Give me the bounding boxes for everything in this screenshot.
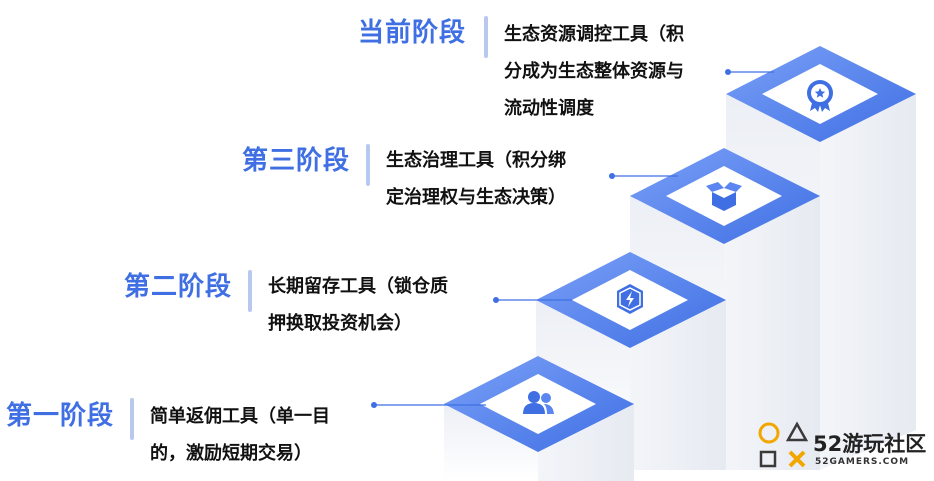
- connector-stage-4: [725, 69, 774, 75]
- stage-3-description: 生态治理工具（积分绑 定治理权与生态决策）: [386, 142, 610, 216]
- stage-1-title: 第一阶段: [6, 401, 115, 431]
- stage-3-line-2: 定治理权与生态决策）: [386, 187, 566, 208]
- step-4-side: [820, 94, 916, 470]
- stage-4-title: 当前阶段: [358, 18, 467, 48]
- stage-4-line-2: 分成为生态整体资源与: [504, 61, 684, 82]
- award-badge-icon: [807, 80, 833, 112]
- open-box-icon: [706, 182, 742, 211]
- connector-stage-2: [493, 297, 572, 303]
- stage-2-description: 长期留存工具（锁仓质 押换取投资机会）: [268, 268, 492, 342]
- step-1-riser: [444, 402, 538, 481]
- stage-3-title: 第三阶段: [242, 146, 351, 176]
- stage-4-description: 生态资源调控工具（积 分成为生态整体资源与 流动性调度: [504, 16, 728, 127]
- stage-3-divider: [366, 144, 370, 186]
- stage-3-line-1: 生态治理工具（积分绑: [386, 150, 566, 171]
- stage-2-title: 第二阶段: [124, 272, 233, 302]
- stage-2-line-1: 长期留存工具（锁仓质: [268, 276, 448, 297]
- connector-stage-3: [609, 173, 678, 179]
- step-2-side: [630, 300, 726, 470]
- connector-stage-1: [371, 402, 486, 408]
- watermark-name: 52游玩社区: [813, 432, 927, 456]
- stage-4-line-1: 生态资源调控工具（积: [504, 24, 684, 45]
- stage-1-line-2: 的，激励短期交易）: [150, 443, 312, 464]
- stage-1-description: 简单返佣工具（单一目 的，激励短期交易）: [150, 398, 374, 472]
- step-3-side: [724, 194, 820, 470]
- stage-2-divider: [248, 270, 252, 312]
- watermark-url: 52GAMERS.COM: [815, 457, 910, 467]
- stage-4-divider: [484, 16, 488, 58]
- step-1-side: [538, 402, 634, 481]
- stage-2-line-2: 押换取投资机会）: [268, 313, 412, 334]
- lightning-shield-icon: [617, 284, 643, 314]
- step-3-top: [630, 148, 820, 244]
- stage-1-line-1: 简单返佣工具（单一目: [150, 406, 330, 427]
- watermark-logo-icon: [758, 421, 809, 468]
- stage-1-divider: [130, 398, 134, 440]
- users-icon: [523, 391, 554, 414]
- stage-4-line-3: 流动性调度: [504, 98, 594, 119]
